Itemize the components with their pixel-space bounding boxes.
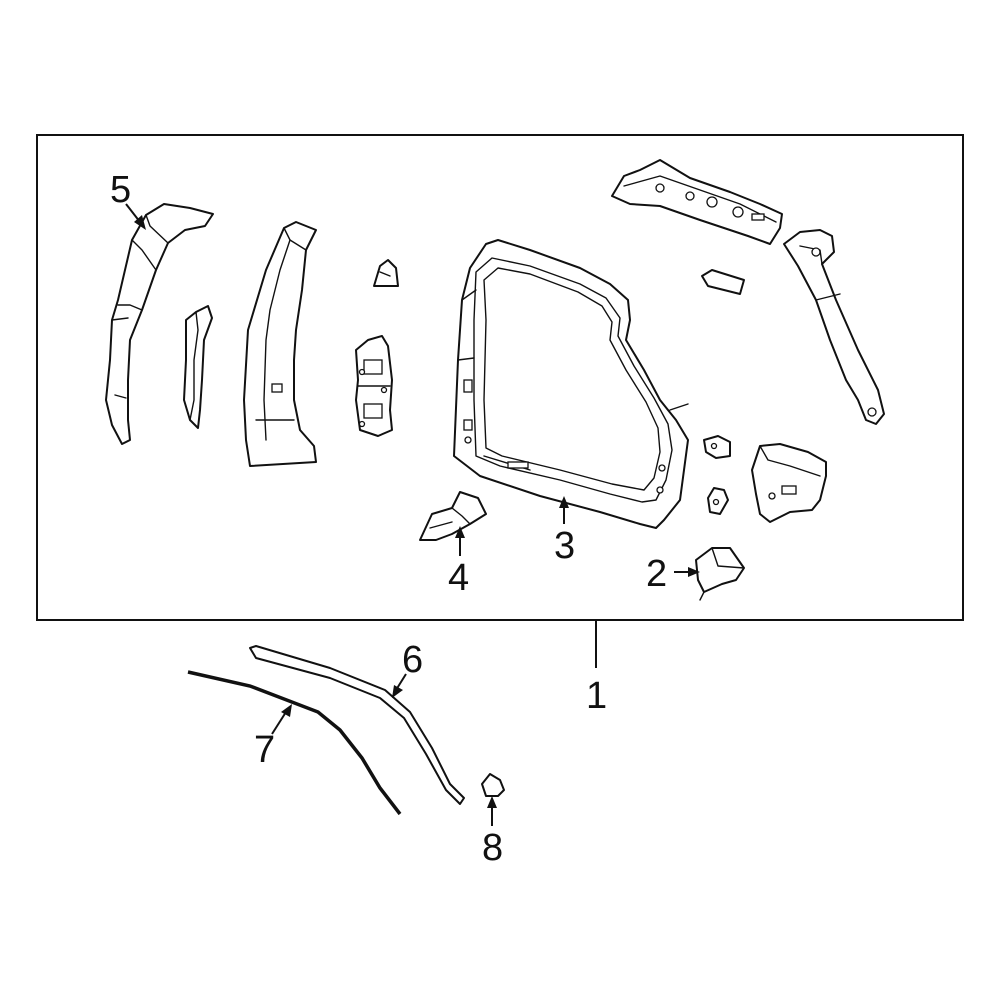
arrowhead-3 xyxy=(559,496,569,508)
part-roof-rail-inner xyxy=(611,159,783,245)
callout-5: 5 xyxy=(110,169,131,211)
part-4-bracket xyxy=(419,491,487,541)
callout-2: 2 xyxy=(646,553,667,595)
callout-8: 8 xyxy=(482,827,503,869)
part-5-pillar-reinforcement xyxy=(105,203,214,445)
callout-1: 1 xyxy=(586,675,607,717)
callout-3: 3 xyxy=(554,525,575,567)
arrowhead-8 xyxy=(487,796,497,808)
part-small-tab xyxy=(701,269,745,295)
part-d-pillar-inner xyxy=(783,229,885,425)
arrowhead-7 xyxy=(281,704,292,717)
part-7-seal-strip xyxy=(187,670,402,816)
callout-4: 4 xyxy=(448,557,469,599)
arrowhead-5 xyxy=(134,215,146,230)
part-small-clip-a xyxy=(703,435,731,459)
callout-6: 6 xyxy=(402,639,423,681)
arrowhead-2 xyxy=(688,567,700,577)
part-3-body-side-frame xyxy=(453,239,689,529)
assembly-frame xyxy=(36,134,964,621)
part-inner-pillar-strip xyxy=(183,305,213,429)
part-rear-inner-bracket xyxy=(751,443,827,523)
part-6-weatherstrip xyxy=(249,645,465,805)
part-2-corner-gusset xyxy=(695,547,745,601)
arrowhead-4 xyxy=(455,526,465,538)
leader-line-7 xyxy=(271,711,287,735)
arrowhead-6 xyxy=(392,685,403,698)
part-8-plug xyxy=(481,773,505,797)
part-hinge-reinforcement xyxy=(355,335,393,437)
part-small-clip-b xyxy=(707,487,729,515)
callout-7: 7 xyxy=(254,729,275,771)
part-b-pillar-inner xyxy=(243,221,317,467)
part-gusset-small xyxy=(373,259,399,287)
